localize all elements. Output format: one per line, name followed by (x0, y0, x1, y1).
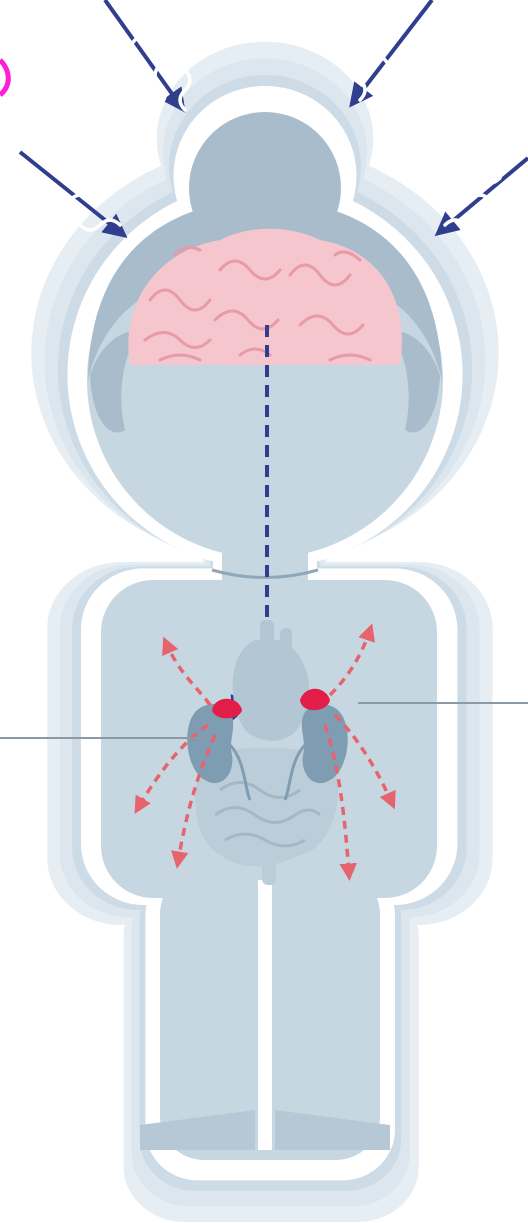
stress-arrow-icon (105, 0, 180, 105)
magenta-edge-mark (0, 60, 8, 95)
leg-gap (258, 880, 272, 1150)
